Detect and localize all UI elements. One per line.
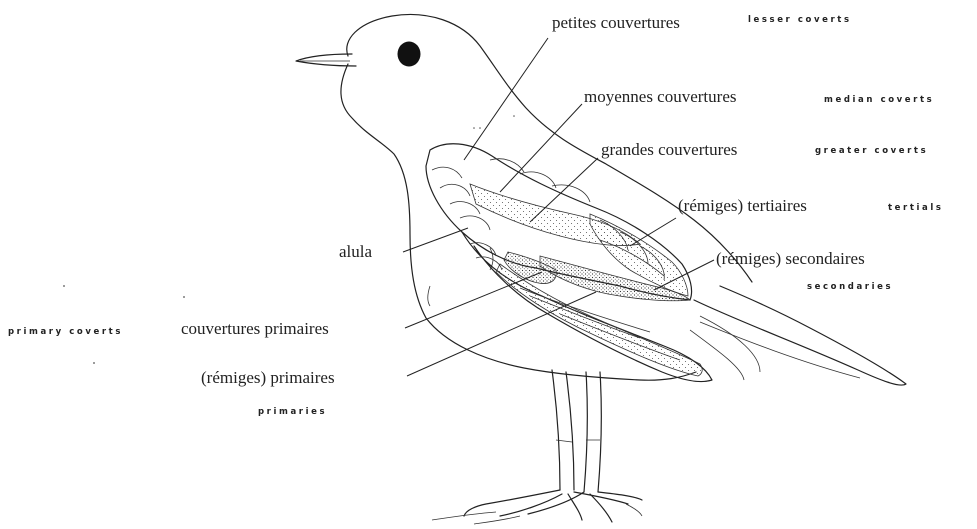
leader-alula: [403, 228, 468, 252]
label-alula-fr: alula: [339, 242, 372, 261]
label-lesser-coverts-fr: petites couvertures: [552, 13, 680, 32]
tail: [690, 286, 906, 385]
label-primaries-en: primaries: [258, 407, 327, 417]
eye: [398, 42, 421, 67]
label-tertials-fr: (rémiges) tertiaires: [678, 196, 807, 215]
legs: [552, 370, 601, 492]
leader-median-coverts: [500, 104, 582, 192]
wing: [426, 144, 712, 382]
leader-primary-coverts: [405, 272, 542, 328]
feet: [432, 490, 642, 524]
label-primary-coverts-fr: couvertures primaires: [181, 319, 329, 338]
label-secondaries-en: secondaries: [807, 282, 893, 292]
label-greater-coverts-fr: grandes couvertures: [601, 140, 737, 159]
beak: [296, 54, 356, 66]
leader-primaries: [407, 292, 596, 376]
leader-lesser-coverts: [464, 38, 548, 160]
label-median-coverts-en: median coverts: [824, 95, 934, 105]
label-primary-coverts-en: primary coverts: [8, 327, 123, 337]
label-tertials-en: tertials: [888, 203, 944, 213]
label-secondaries-fr: (rémiges) secondaires: [716, 249, 865, 268]
label-greater-coverts-en: greater coverts: [815, 146, 928, 156]
label-lesser-coverts-en: lesser coverts: [748, 15, 852, 25]
labels: petites couvertures lesser coverts moyen…: [8, 13, 944, 417]
label-primaries-fr: (rémiges) primaires: [201, 368, 335, 387]
label-median-coverts-fr: moyennes couvertures: [584, 87, 736, 106]
leader-tertials: [630, 218, 676, 246]
